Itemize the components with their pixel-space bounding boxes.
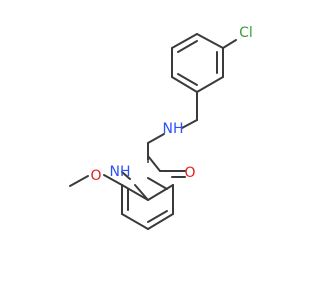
bond: [147, 155, 161, 172]
bond: [103, 174, 123, 186]
bond: [147, 184, 174, 201]
bond: [121, 171, 131, 180]
molecule-canvas: Cl NH NH O O: [69, 25, 253, 230]
bond: [222, 39, 237, 49]
bond: [171, 76, 198, 93]
bond: [196, 33, 224, 49]
bond: [177, 73, 198, 86]
bond: [121, 213, 149, 230]
nitrogen-label-lower: NH: [110, 164, 131, 180]
chlorine-label: Cl: [239, 25, 253, 41]
bond: [177, 40, 198, 53]
bond: [147, 213, 174, 230]
bond: [181, 119, 198, 129]
bond: [147, 210, 168, 223]
bonds: [69, 33, 237, 230]
bond: [147, 133, 165, 144]
bond: [121, 184, 149, 201]
bond: [196, 76, 224, 93]
nitrogen-label-upper: NH: [163, 121, 184, 137]
bond: [147, 177, 168, 190]
bond: [134, 184, 149, 201]
atom-labels: Cl NH NH O O: [90, 25, 252, 184]
methoxy-oxygen-label: O: [90, 168, 101, 184]
bond: [171, 33, 198, 49]
carbonyl-oxygen-label: O: [184, 165, 195, 181]
structure-diagram: Cl NH NH O O: [69, 25, 253, 230]
bond: [69, 175, 89, 187]
